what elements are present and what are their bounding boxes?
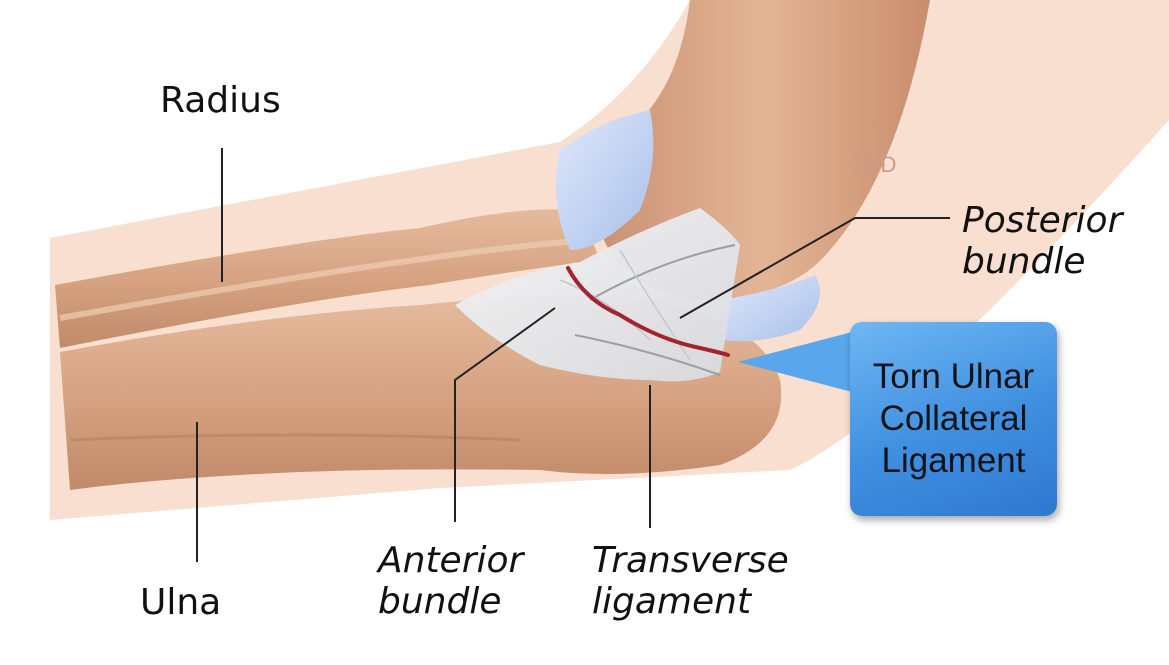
ligament-tear xyxy=(566,266,730,357)
posterior-bundle-line-1: Posterior xyxy=(962,200,1123,241)
callout-line-2: Collateral xyxy=(879,399,1028,438)
anterior-bundle-label: Anterior bundle xyxy=(378,540,523,623)
radius-bone xyxy=(55,209,600,348)
transverse-ligament-line-1: Transverse xyxy=(592,540,789,581)
posterior-bundle-line-2: bundle xyxy=(962,241,1086,283)
transverse-ligament-label: Transverse ligament xyxy=(592,540,789,623)
anterior-bundle-line-2: bundle xyxy=(378,581,502,623)
ulna-label: Ulna xyxy=(140,582,222,623)
anterior-pointer-line xyxy=(454,307,556,522)
posterior-bundle-label: Posterior bundle xyxy=(962,200,1122,283)
transverse-ligament-line-2: ligament xyxy=(592,581,752,623)
watermark: 3MD xyxy=(850,152,897,177)
callout-pointer xyxy=(738,332,852,392)
joint-capsule xyxy=(555,110,654,250)
callout-line-1: Torn Ulnar xyxy=(872,357,1035,396)
radius-label: Radius xyxy=(160,80,281,121)
anterior-bundle-line-1: Anterior xyxy=(378,540,524,581)
callout-box: Torn Ulnar Collateral Ligament xyxy=(850,322,1057,516)
callout-line-3: Ligament xyxy=(881,441,1026,480)
posterior-pointer-line xyxy=(679,217,950,319)
